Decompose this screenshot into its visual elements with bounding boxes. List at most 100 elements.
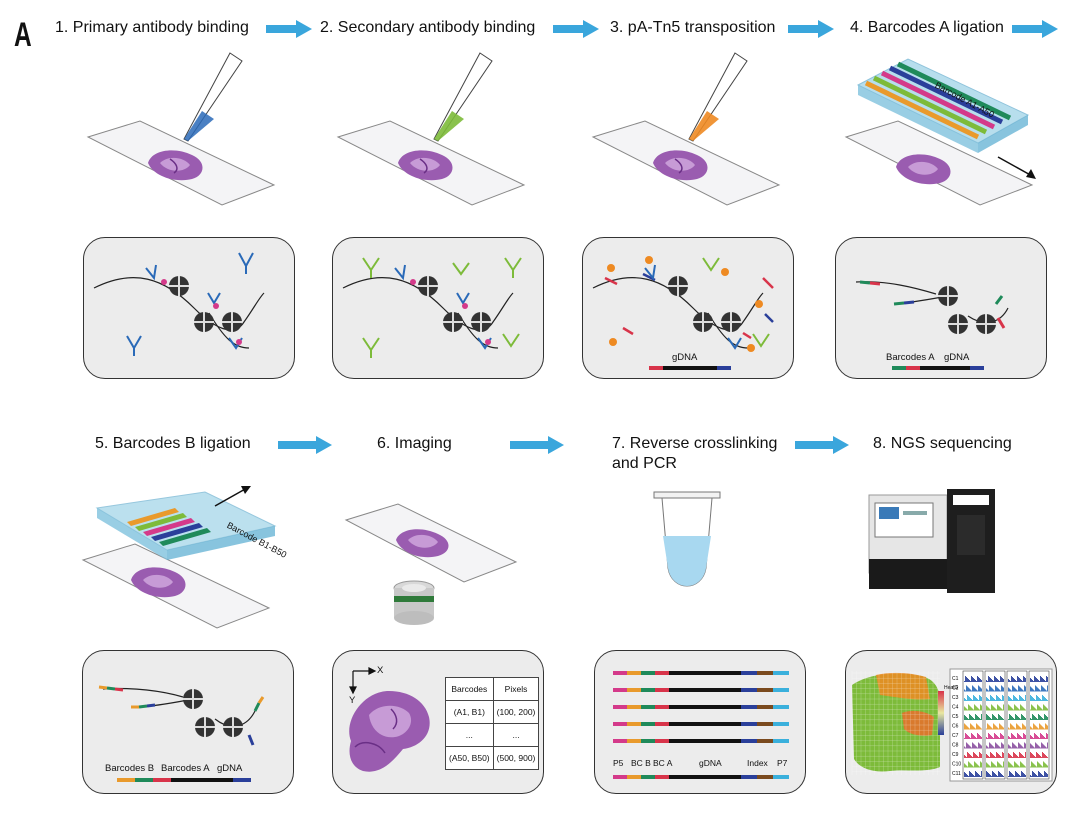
library-segment bbox=[757, 705, 773, 709]
track-peak bbox=[1033, 763, 1034, 768]
track-peak bbox=[1037, 696, 1038, 701]
track-peak bbox=[1042, 695, 1043, 701]
track-peak bbox=[997, 736, 998, 739]
track-peak bbox=[978, 742, 979, 749]
track-peak bbox=[980, 704, 981, 711]
track-peak bbox=[1016, 738, 1017, 739]
track-peak bbox=[986, 714, 987, 720]
track-peak bbox=[974, 679, 975, 682]
track-peak bbox=[1015, 762, 1016, 768]
track-peak bbox=[1034, 707, 1035, 711]
track-peak bbox=[965, 699, 966, 701]
track-peak bbox=[991, 761, 992, 768]
track-peak bbox=[977, 699, 978, 701]
track-peak bbox=[1045, 738, 1046, 739]
track-peak bbox=[1024, 757, 1025, 758]
track-peak bbox=[988, 707, 989, 711]
track-peak bbox=[992, 754, 993, 758]
track-peak bbox=[986, 771, 987, 777]
track-peak bbox=[1035, 734, 1036, 739]
track-peak bbox=[1045, 763, 1046, 768]
track-peak bbox=[975, 762, 976, 768]
library-segment bbox=[741, 722, 757, 726]
track-peak bbox=[1023, 724, 1024, 730]
track-peak bbox=[991, 687, 992, 692]
track-peak bbox=[1012, 742, 1013, 749]
track-peak bbox=[1001, 765, 1002, 768]
track-peak bbox=[986, 705, 987, 711]
track-peak bbox=[1009, 737, 1010, 739]
track-peak bbox=[973, 709, 974, 711]
track-peak bbox=[998, 728, 999, 730]
track-peak bbox=[1023, 773, 1024, 777]
track-peak bbox=[1024, 765, 1025, 768]
track-peak bbox=[1038, 728, 1039, 730]
track-peak bbox=[999, 698, 1000, 701]
track-region-box bbox=[1006, 670, 1028, 780]
barcodes-a-label: Barcodes A bbox=[886, 352, 935, 363]
track-peak bbox=[968, 727, 969, 730]
track-peak bbox=[992, 688, 993, 692]
track-peak bbox=[1031, 696, 1032, 701]
track-peak bbox=[971, 733, 972, 739]
track-peak bbox=[1035, 685, 1036, 692]
track-peak bbox=[1012, 765, 1013, 768]
track-label: C1 bbox=[952, 676, 959, 682]
library-segment bbox=[613, 739, 627, 743]
nucleosome-icon bbox=[938, 286, 958, 306]
track-peak bbox=[1037, 753, 1038, 758]
track-peak bbox=[1042, 766, 1043, 768]
table-header-cell: Barcodes bbox=[445, 677, 494, 701]
track-peak bbox=[1010, 706, 1011, 711]
track-peak bbox=[1043, 687, 1044, 692]
track-peak bbox=[1037, 704, 1038, 711]
track-peak bbox=[1039, 723, 1040, 730]
track-peak bbox=[979, 686, 980, 692]
track-peak bbox=[988, 747, 989, 749]
tissue-section bbox=[396, 529, 449, 558]
track-peak bbox=[964, 763, 965, 768]
track-peak bbox=[1030, 695, 1031, 701]
track-peak bbox=[1025, 743, 1026, 749]
track-region-box bbox=[1028, 670, 1050, 780]
track-peak bbox=[1008, 696, 1009, 701]
track-peak bbox=[1037, 679, 1038, 682]
track-peak bbox=[999, 689, 1000, 692]
track-peak bbox=[999, 763, 1000, 768]
track-peak bbox=[1014, 727, 1015, 730]
track-peak bbox=[1024, 708, 1025, 711]
track-peak bbox=[970, 763, 971, 768]
track-peak bbox=[1016, 763, 1017, 768]
track-peak bbox=[980, 696, 981, 701]
table-cell: (A1, B1) bbox=[445, 700, 494, 724]
track-peak bbox=[1047, 700, 1048, 701]
track-peak bbox=[1045, 746, 1046, 749]
library-legend-segment bbox=[741, 775, 757, 779]
track-peak bbox=[995, 677, 996, 682]
library-segment bbox=[655, 671, 669, 675]
track-peak bbox=[1024, 774, 1025, 777]
track-peak bbox=[1043, 736, 1044, 739]
p7-label: P7 bbox=[777, 758, 788, 768]
track-peak bbox=[1044, 737, 1045, 739]
track-peak bbox=[1044, 697, 1045, 701]
track-peak bbox=[993, 715, 994, 720]
track-peak bbox=[996, 718, 997, 720]
track-peak bbox=[1021, 771, 1022, 777]
track-peak bbox=[976, 746, 977, 749]
track-peak bbox=[1037, 687, 1038, 692]
track-peak bbox=[995, 774, 996, 777]
track-peak bbox=[977, 773, 978, 777]
track-peak bbox=[1046, 676, 1047, 682]
track-peak bbox=[1008, 753, 1009, 758]
nucleosome-icon bbox=[194, 312, 214, 332]
track-peak bbox=[1040, 773, 1041, 777]
track-peak bbox=[989, 677, 990, 682]
pipette-icon bbox=[183, 52, 243, 142]
track-peak bbox=[1013, 718, 1014, 720]
track-peak bbox=[1045, 772, 1046, 777]
library-segment bbox=[669, 688, 741, 692]
track-peak bbox=[1015, 688, 1016, 692]
track-peak bbox=[1036, 695, 1037, 701]
track-peak bbox=[1010, 723, 1011, 730]
